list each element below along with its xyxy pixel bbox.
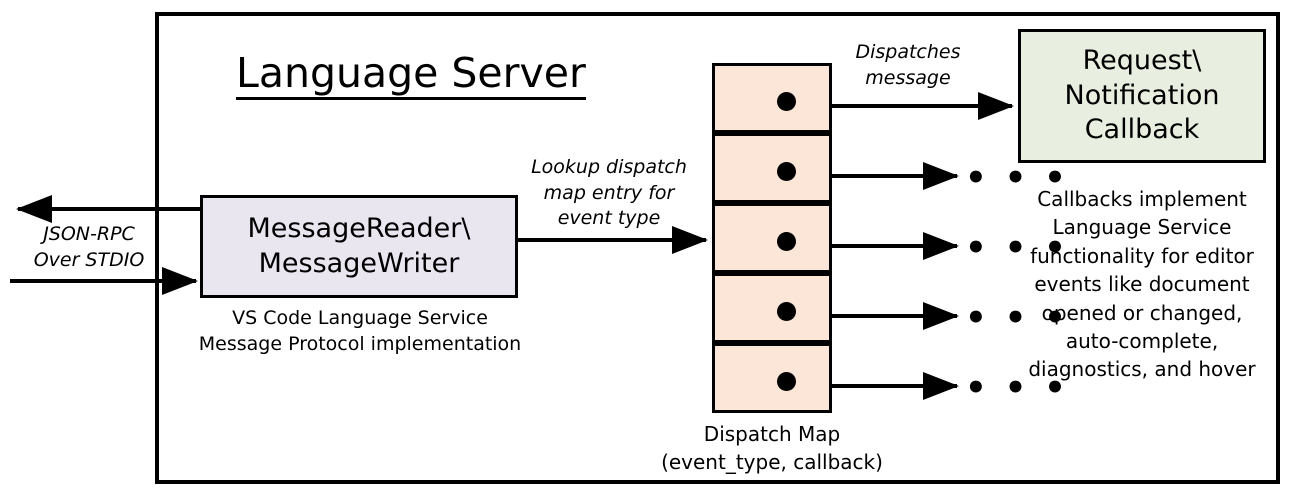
lookup-dispatch-edge-label: Lookup dispatch map entry for event type — [514, 155, 704, 232]
dispatch-map-table — [712, 63, 832, 413]
message-reader-writer-line2: MessageWriter — [258, 247, 460, 279]
lookup-label-line2: map entry for — [543, 181, 675, 204]
dispatch-map-entry-dot — [777, 302, 796, 321]
callback-caption-line1: Callbacks implement — [1037, 187, 1247, 211]
callback-caption-line3: functionality for editor — [1030, 243, 1254, 268]
dispatch-row-3-ellipsis: • • • — [965, 228, 1069, 268]
dispatch-map-row-1[interactable] — [712, 63, 832, 133]
dispatch-map-entry-dot — [777, 92, 796, 111]
dispatch-map-caption-line1: Dispatch Map — [703, 422, 841, 446]
dispatches-message-edge-label: Dispatches message — [832, 40, 984, 91]
callback-title-line3: Callback — [1084, 114, 1200, 146]
message-reader-writer-caption-line2: Message Protocol implementation — [198, 333, 522, 356]
request-notification-callback-label: Request\ Notification Callback — [1065, 44, 1220, 148]
message-reader-writer-caption: VS Code Language Service Message Protoco… — [190, 305, 530, 357]
callback-caption-line5: opened or changed, — [1041, 300, 1243, 325]
lookup-label-line1: Lookup dispatch — [531, 156, 687, 178]
callback-title-line1: Request\ — [1082, 45, 1202, 77]
dispatch-map-entry-dot — [777, 162, 796, 181]
dispatch-map-row-5[interactable] — [712, 343, 832, 413]
dispatches-label-line1: Dispatches — [855, 41, 961, 63]
message-reader-writer-box[interactable]: MessageReader\ MessageWriter — [200, 195, 518, 298]
dispatch-map-row-4[interactable] — [712, 273, 832, 343]
dispatch-map-row-2[interactable] — [712, 133, 832, 203]
message-reader-writer-label: MessageReader\ MessageWriter — [248, 212, 471, 281]
dispatches-label-line2: message — [865, 66, 951, 89]
language-server-boundary — [155, 12, 1280, 484]
dispatch-map-caption-line2: (event_type, callback) — [661, 449, 883, 474]
jsonrpc-label-line1: JSON-RPC — [43, 223, 135, 245]
request-notification-callback-box[interactable]: Request\ Notification Callback — [1018, 29, 1266, 163]
dispatch-map-row-3[interactable] — [712, 203, 832, 273]
callback-caption-line2: Language Service — [1052, 215, 1232, 240]
lookup-label-line3: event type — [557, 207, 661, 230]
message-reader-writer-caption-line1: VS Code Language Service — [232, 307, 488, 329]
dispatch-map-entry-dot — [777, 232, 796, 251]
dispatch-row-5-ellipsis: • • • — [965, 368, 1069, 408]
dispatch-row-4-ellipsis: • • • — [965, 298, 1069, 338]
jsonrpc-label-line2: Over STDIO — [33, 248, 145, 271]
jsonrpc-edge-label: JSON-RPC Over STDIO — [14, 222, 164, 273]
message-reader-writer-line1: MessageReader\ — [247, 212, 471, 244]
dispatch-row-2-ellipsis: • • • — [965, 158, 1069, 198]
callback-caption-line6: auto-complete, — [1065, 328, 1219, 353]
callback-caption-line4: events like document — [1034, 272, 1250, 297]
dispatch-map-caption: Dispatch Map (event_type, callback) — [632, 421, 912, 476]
dispatch-map-entry-dot — [777, 372, 796, 391]
callback-caption: Callbacks implement Language Service fun… — [1008, 185, 1276, 384]
callback-caption-line7: diagnostics, and hover — [1028, 357, 1256, 382]
page-title: Language Server — [236, 51, 586, 101]
callback-title-line2: Notification — [1064, 79, 1220, 111]
